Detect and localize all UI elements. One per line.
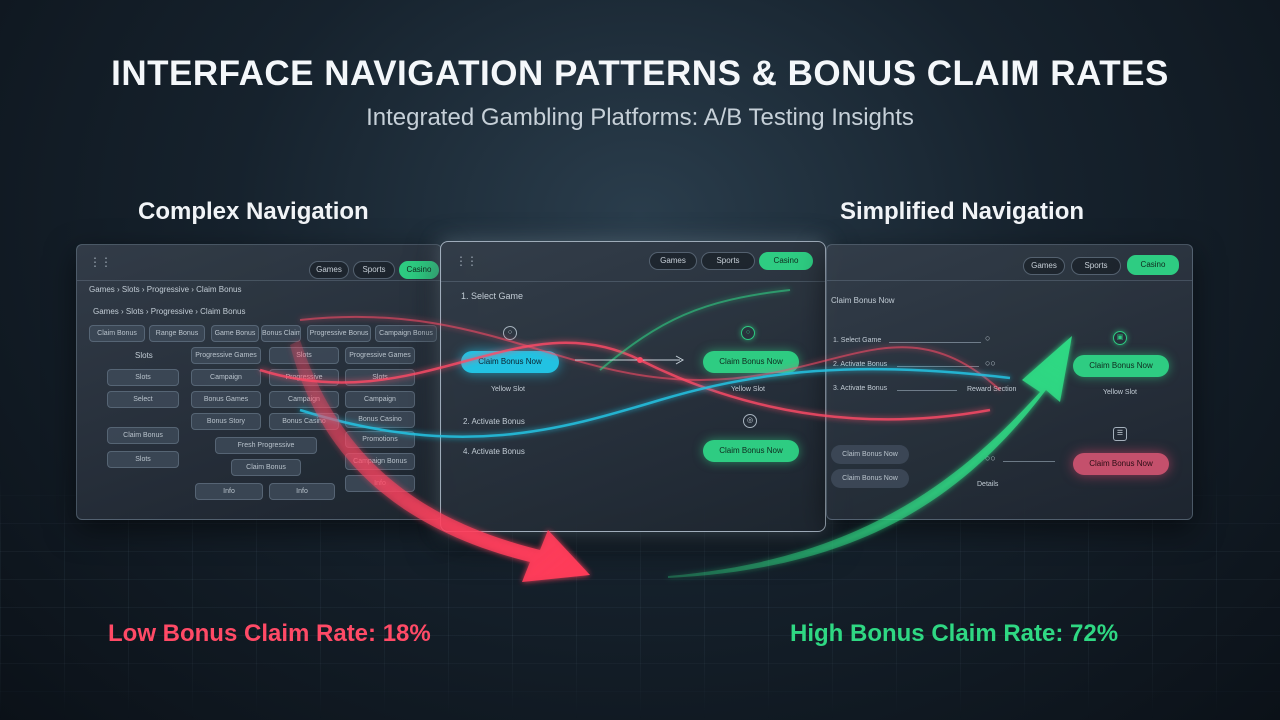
low-claim-rate: Low Bonus Claim Rate: 18% (108, 620, 431, 647)
progressive-bonus-button[interactable]: Progressive Bonus (307, 325, 371, 342)
progressive-button[interactable]: Progressive (269, 369, 339, 386)
slots-side-button[interactable]: Slots (107, 451, 179, 468)
game-name-label: Yellow Slot (1103, 389, 1137, 396)
tab-games[interactable]: Games (649, 252, 697, 270)
campaign-bonus-grid-button[interactable]: Campaign Bonus (345, 453, 415, 470)
panel-heading: Claim Bonus Now (831, 296, 895, 305)
slots-grid-button[interactable]: Slots (269, 347, 339, 364)
user-icon: ○ (741, 326, 755, 340)
details-label: Details (977, 481, 999, 488)
slots-alt-button[interactable]: Slots (345, 369, 415, 386)
claim-bonus-now-button[interactable]: Claim Bonus Now (1073, 355, 1169, 377)
step-select-game: 1. Select Game (833, 337, 882, 344)
high-claim-rate: High Bonus Claim Rate: 72% (790, 620, 1119, 647)
page-title: INTERFACE NAVIGATION PATTERNS & BONUS CL… (111, 54, 1169, 93)
breadcrumb-secondary[interactable]: Games › Slots › Progressive › Claim Bonu… (93, 307, 246, 316)
step-activate-bonus: 2. Activate Bonus (833, 361, 888, 368)
page-subtitle: Integrated Gambling Platforms: A/B Testi… (366, 104, 914, 131)
tab-sports[interactable]: Sports (353, 261, 395, 279)
user-icon: ○ (985, 333, 991, 343)
flow-connector (897, 366, 979, 367)
bonus-casino-alt-button[interactable]: Bonus Casino (345, 411, 415, 428)
claim-bonus-now-button-alt[interactable]: Claim Bonus Now (1073, 453, 1169, 475)
grip-icon: ⋮⋮ (89, 255, 112, 269)
promotions-button[interactable]: Promotions (345, 431, 415, 448)
complex-navigation-label: Complex Navigation (138, 198, 369, 225)
reward-section-label: Reward Section (967, 386, 1017, 393)
game-bonus-button[interactable]: Game Bonus (211, 325, 259, 342)
flow-connector (889, 342, 981, 343)
claim-bonus-side-button[interactable]: Claim Bonus (107, 427, 179, 444)
bonus-claim-button[interactable]: Bonus Claim (261, 325, 301, 342)
range-bonus-button[interactable]: Range Bonus (149, 325, 205, 342)
claim-bonus-now-button-alt[interactable]: Claim Bonus Now (703, 351, 799, 373)
campaign-grid-button[interactable]: Campaign (269, 391, 339, 408)
bonus-games-button[interactable]: Bonus Games (191, 391, 261, 408)
step-activate-bonus-final: 3. Activate Bonus (833, 385, 888, 392)
bonus-casino-button[interactable]: Bonus Casino (269, 413, 339, 430)
breadcrumb[interactable]: Games › Slots › Progressive › Claim Bonu… (89, 285, 242, 294)
flow-connector (897, 390, 957, 391)
step-activate-bonus-final: 4. Activate Bonus (463, 447, 525, 456)
tab-sports[interactable]: Sports (1071, 257, 1121, 275)
claim-bonus-secondary-button[interactable]: Claim Bonus Now (831, 445, 909, 464)
document-icon: ☰ (1113, 427, 1127, 441)
claim-bonus-now-button[interactable]: Claim Bonus Now (461, 351, 559, 373)
campaign-bonus-button[interactable]: Campaign Bonus (375, 325, 437, 342)
panel-topbar: Games Sports Casino (827, 245, 1192, 281)
claim-bonus-lower-button[interactable]: Claim Bonus (231, 459, 301, 476)
tab-sports[interactable]: Sports (701, 252, 755, 270)
info-button[interactable]: Info (195, 483, 263, 500)
campaign-button[interactable]: Campaign (191, 369, 261, 386)
tab-games[interactable]: Games (1023, 257, 1065, 275)
tab-games[interactable]: Games (309, 261, 349, 279)
complex-navigation-panel: ⋮⋮ Games Sports Casino Games › Slots › P… (76, 244, 442, 520)
simplified-navigation-panel: Games Sports Casino Claim Bonus Now 1. S… (826, 244, 1193, 520)
game-name-label: Yellow Slot (491, 386, 525, 393)
step-select-game: 1. Select Game (461, 291, 524, 301)
game-name-label-alt: Yellow Slot (731, 386, 765, 393)
comparison-panel: ⋮⋮ Games Sports Casino 1. Select Game ○ … (440, 241, 826, 532)
claim-bonus-tertiary-button[interactable]: Claim Bonus Now (831, 469, 909, 488)
simplified-navigation-label: Simplified Navigation (840, 198, 1085, 225)
campaign-alt-button[interactable]: Campaign (345, 391, 415, 408)
bonus-story-button[interactable]: Bonus Story (191, 413, 261, 430)
fresh-progressive-button[interactable]: Fresh Progressive (215, 437, 317, 454)
claim-bonus-button[interactable]: Claim Bonus (89, 325, 145, 342)
flow-connector (1003, 461, 1055, 462)
coin-icon: ◎ (743, 414, 757, 428)
users-icon: ○○ (985, 358, 996, 368)
claim-bonus-now-button-lower[interactable]: Claim Bonus Now (703, 440, 799, 462)
tab-casino[interactable]: Casino (759, 252, 813, 270)
info-grid-button[interactable]: Info (269, 483, 335, 500)
info-alt-button[interactable]: Info (345, 475, 415, 492)
tab-casino[interactable]: Casino (1127, 255, 1179, 275)
tab-casino[interactable]: Casino (399, 261, 439, 279)
panel-topbar: ⋮⋮ Games Sports Casino (441, 242, 825, 282)
grip-icon: ⋮⋮ (455, 254, 478, 268)
step-activate-bonus: 2. Activate Bonus (463, 417, 525, 426)
select-button[interactable]: Select (107, 391, 179, 408)
user-icon: ○ (503, 326, 517, 340)
slots-button[interactable]: Slots (107, 369, 179, 386)
progressive-games-button[interactable]: Progressive Games (191, 347, 261, 364)
progressive-games-alt-button[interactable]: Progressive Games (345, 347, 415, 364)
gift-icon: ▣ (1113, 331, 1127, 345)
users-icon: ○○ (985, 453, 996, 463)
slots-label: Slots (135, 351, 153, 360)
panel-topbar: ⋮⋮ Games Sports Casino (77, 245, 441, 281)
